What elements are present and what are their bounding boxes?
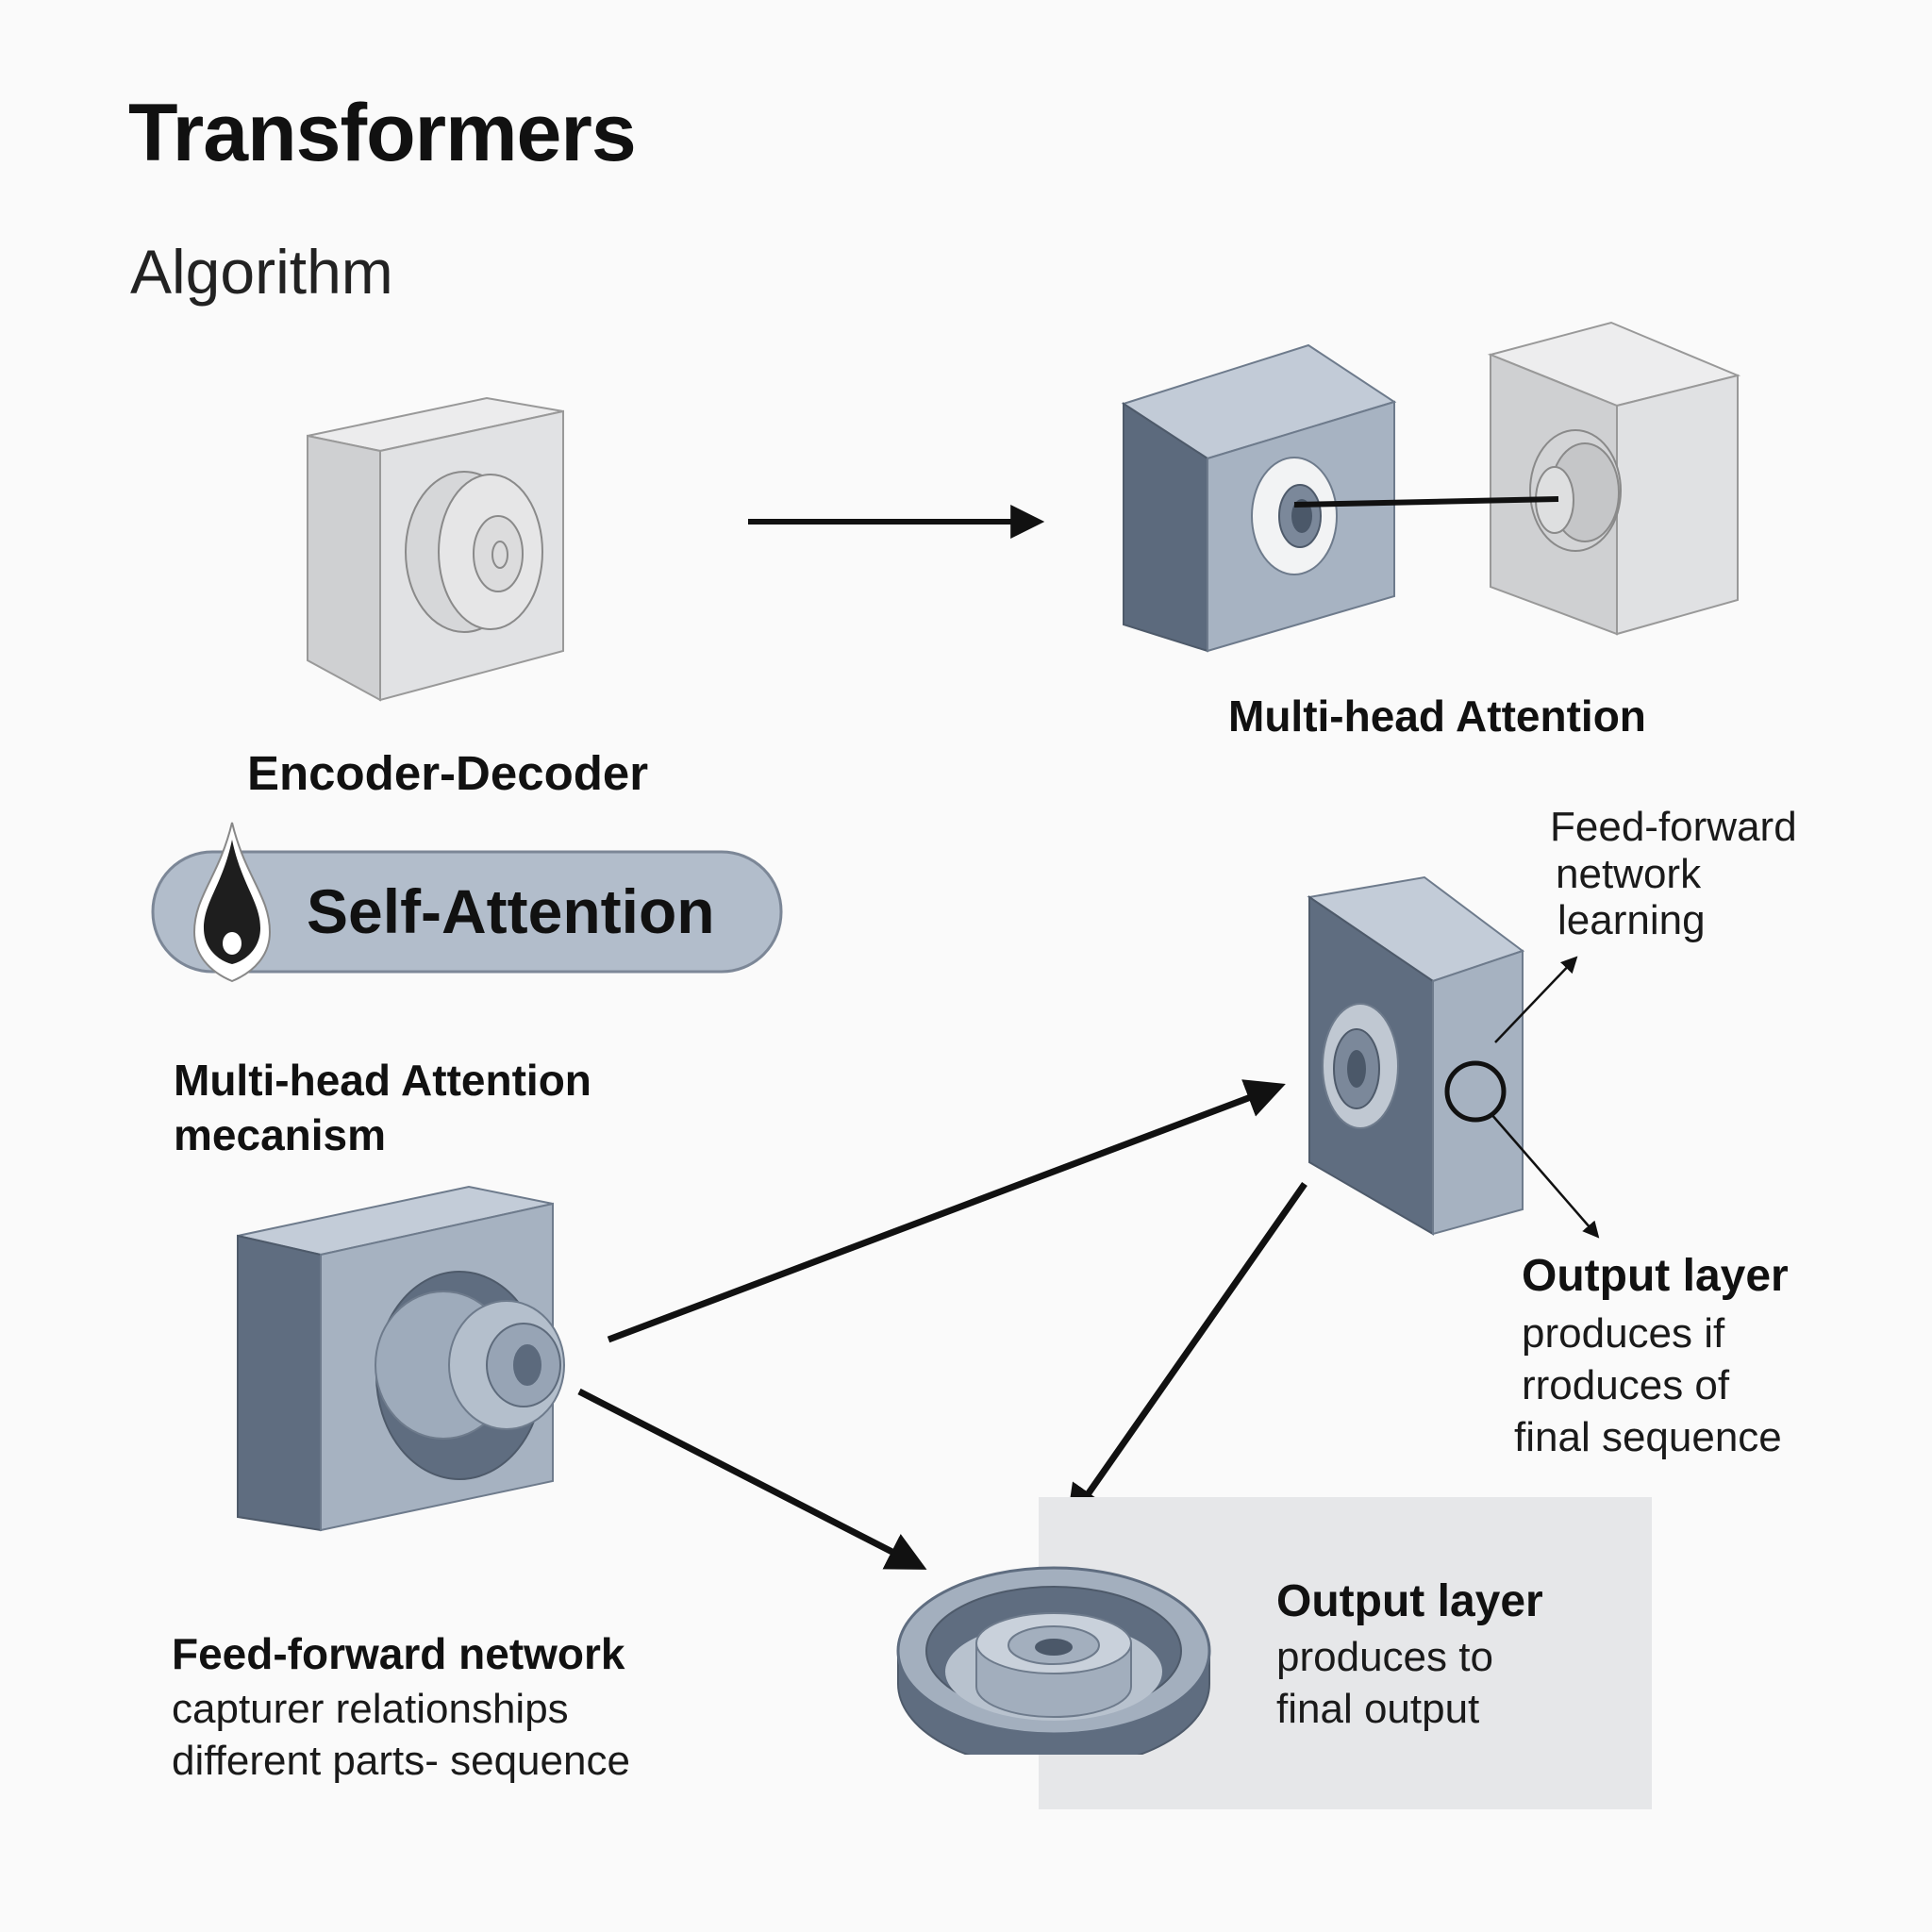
multi-head-attention-label: Multi-head Attention [1228, 691, 1646, 741]
output-layer-bottom-line-1: produces to [1276, 1634, 1493, 1680]
self-attention-label: Self-Attention [307, 876, 715, 946]
feed-forward-block [1307, 875, 1525, 1236]
multi-head-attention-block-light [1487, 321, 1741, 636]
self-attention-pill [151, 850, 783, 974]
output-layer-side-line-2: rroduces of [1522, 1362, 1730, 1408]
ffn-side-line-2: network [1556, 850, 1702, 897]
ffn-bottom-line-1: capturer relationships [172, 1686, 569, 1732]
mha-mechanism-line-1: Multi-head Attention [174, 1056, 591, 1105]
page-title: Transformers [128, 88, 637, 178]
mha-mechanism-label: Multi-head Attention mecanism [174, 1054, 591, 1162]
pointer-ffn-label [1494, 956, 1578, 1043]
output-layer-side-heading: Output layer [1522, 1251, 1789, 1301]
multi-head-attention-block-dark [1121, 343, 1397, 653]
arrow-to-feed-forward [607, 1079, 1286, 1343]
ffn-bottom-heading: Feed-forward network [172, 1629, 625, 1678]
output-layer-side-line-3: final sequence [1514, 1414, 1782, 1460]
connector-line [1293, 496, 1559, 508]
ffn-bottom-label: Feed-forward network capturer relationsh… [172, 1628, 630, 1787]
page-subtitle: Algorithm [130, 237, 393, 307]
drop-icon [192, 822, 272, 983]
mha-mechanism-line-2: mecanism [174, 1109, 387, 1159]
ffn-bottom-line-2: different parts- sequence [172, 1738, 630, 1784]
encoder-decoder-label: Encoder-Decoder [247, 746, 649, 800]
mha-mechanism-block [237, 1185, 565, 1532]
focus-circle [1444, 1060, 1507, 1123]
ffn-side-line-3: learning [1557, 897, 1706, 944]
ffn-side-label: Feed-forward network learning [1550, 804, 1797, 944]
pointer-output-label [1490, 1112, 1600, 1239]
output-layer-side-line-1: produces if [1522, 1310, 1725, 1357]
output-layer-bottom-line-2: final output [1276, 1686, 1480, 1732]
encoder-decoder-block [307, 396, 564, 702]
arrow-ffn-to-output [1066, 1181, 1307, 1525]
output-layer-bottom-heading: Output layer [1276, 1576, 1543, 1626]
arrow-to-output [577, 1388, 927, 1570]
output-layer-side-label: Output layer produces if rroduces of fin… [1514, 1250, 1789, 1463]
output-disk [896, 1566, 1211, 1755]
ffn-side-line-1: Feed-forward [1550, 804, 1797, 850]
output-layer-bottom-label: Output layer produces to final output [1276, 1575, 1543, 1735]
